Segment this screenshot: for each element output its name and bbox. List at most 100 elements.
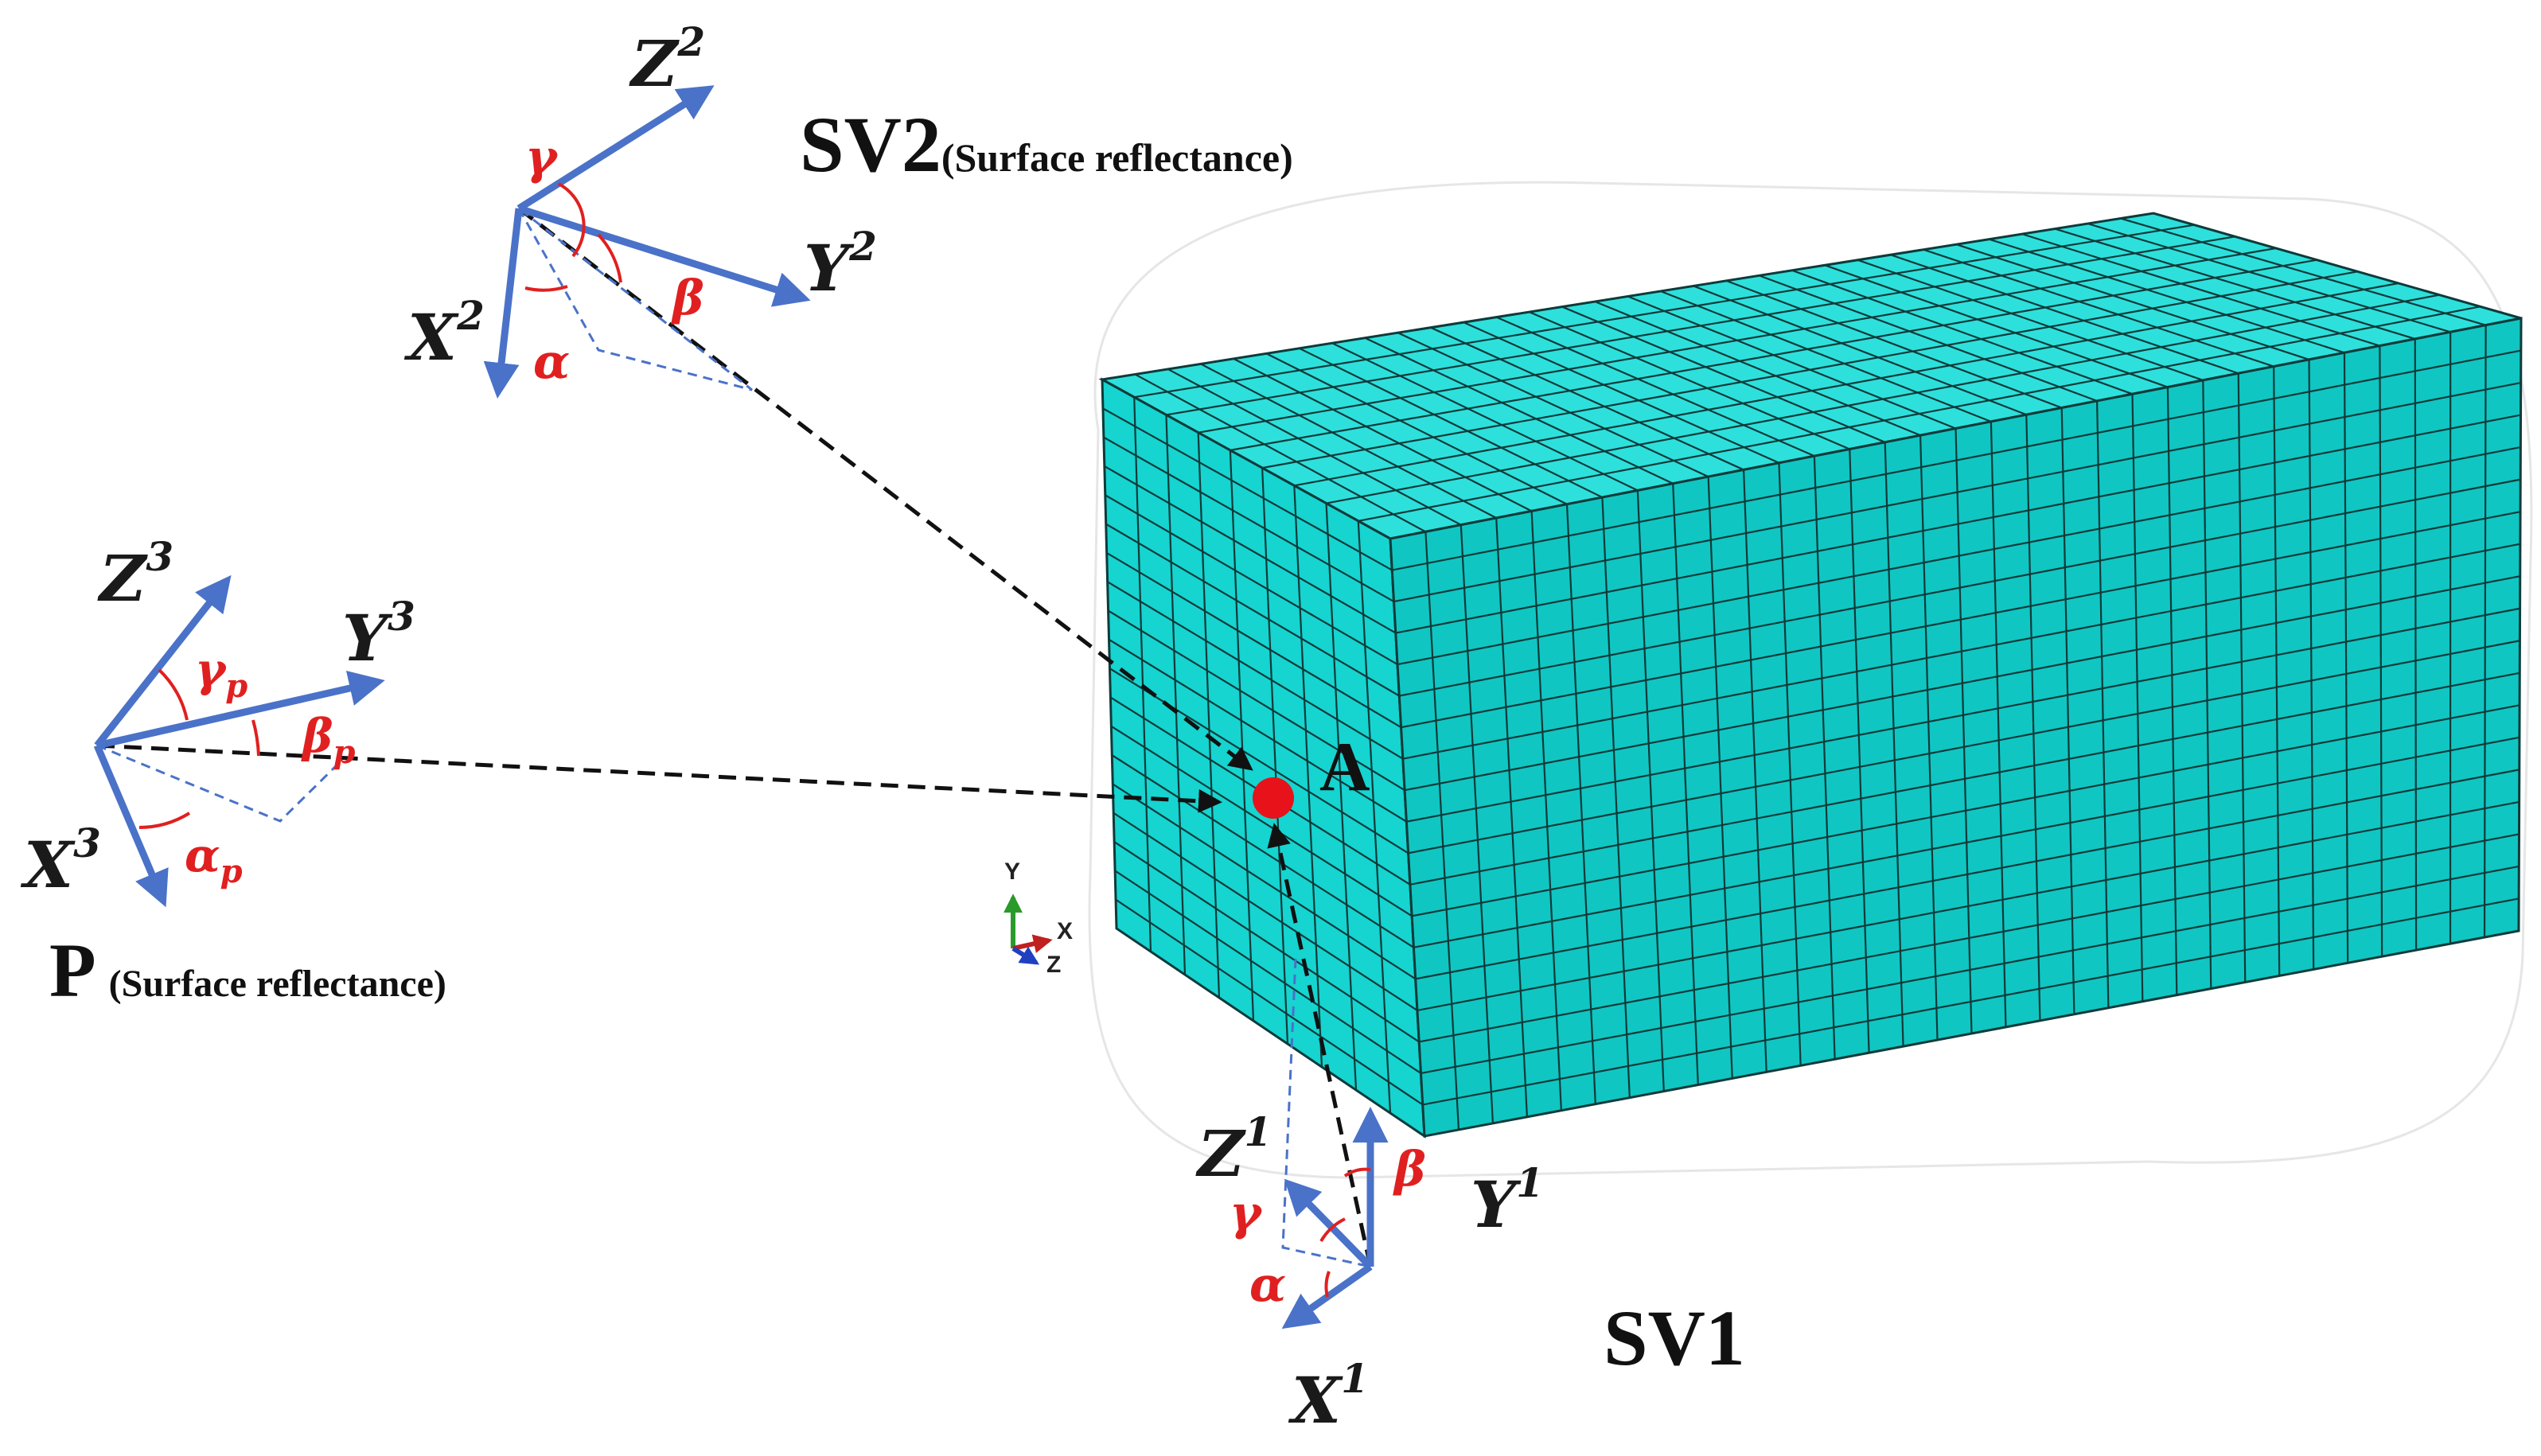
mesh-front-row-line xyxy=(1110,725,1413,917)
mesh-top-length-line xyxy=(1299,347,1603,499)
mesh-front-col-line xyxy=(1293,485,1323,1068)
sv1-title: SV1 xyxy=(1604,1294,1745,1382)
triad-z-label: Z xyxy=(1046,952,1061,978)
mesh-side-col-line xyxy=(1707,477,1733,1079)
mesh-side-row-line xyxy=(1421,865,2520,1075)
mesh-front-row-line xyxy=(1107,581,1404,760)
mesh-side-col-line xyxy=(1495,517,1529,1117)
mesh-top-length-line xyxy=(2087,223,2451,333)
target-point-a xyxy=(1253,777,1294,819)
mesh-side-row-line xyxy=(1408,640,2520,855)
p-alpha-label: αp xyxy=(185,828,243,890)
sv1-alpha-arc xyxy=(1324,1271,1331,1298)
p-x-axis xyxy=(93,744,169,908)
mesh-side-row-line xyxy=(1402,543,2521,760)
sv1-beta-label: β xyxy=(1393,1142,1426,1197)
mesh-top-length-line xyxy=(1594,301,1921,437)
mesh-top-length-line xyxy=(1167,368,1462,526)
mesh-front-row-line xyxy=(1112,783,1417,980)
sv2-z-label: Z2 xyxy=(629,18,705,101)
sv2-projection-dashes xyxy=(517,207,753,391)
mesh-front-col-line xyxy=(1197,432,1221,999)
mesh-front-col-line xyxy=(1229,450,1255,1022)
mesh-side-col-line xyxy=(2131,394,2144,1002)
mesh-side-row-line xyxy=(1413,736,2520,948)
ray-sv1-to-a xyxy=(1267,823,1373,1267)
p-alpha-arc xyxy=(138,812,191,829)
sv2-z-axis xyxy=(516,85,715,212)
sv1-beta-arc xyxy=(1343,1167,1371,1178)
mesh-side-col-line xyxy=(1565,504,1596,1104)
triad-x-axis xyxy=(1012,934,1053,953)
sv2-y-axis xyxy=(517,204,811,307)
p-y-label: Y3 xyxy=(342,593,415,675)
mesh-side-col-line xyxy=(2379,345,2383,957)
triad-x-label: X xyxy=(1057,918,1073,944)
mesh-top-length-line xyxy=(1397,332,1709,478)
mesh-top-length-line xyxy=(1955,243,2309,360)
mesh-front-row-line xyxy=(1111,754,1415,948)
mesh-side-col-line xyxy=(1601,497,1631,1098)
mesh-side-col-line xyxy=(1460,524,1495,1123)
p-gamma-label: γp xyxy=(195,643,247,705)
mesh-top-length-line xyxy=(1627,295,1956,430)
mesh-top-length-line xyxy=(1265,352,1568,505)
mesh-side-col-line xyxy=(1424,531,1460,1130)
sv1-z-label: Z1 xyxy=(1195,1108,1272,1191)
mesh-side-row-line xyxy=(1415,769,2520,980)
frame-sv2: Z2 Y2 X2 γ β α SV2(Surface reflectance) xyxy=(403,18,1293,399)
ray-sv2-to-a xyxy=(517,207,1253,771)
mesh-top-length-line xyxy=(1890,254,2239,375)
mesh-top-length-line xyxy=(1331,342,1639,492)
mesh-side-col-line xyxy=(1990,421,2007,1027)
mesh-front-col-line xyxy=(1357,520,1392,1114)
p-z-label: Z3 xyxy=(97,533,173,616)
sv1-projection-dashes xyxy=(1281,958,1371,1268)
mesh-top-length-line xyxy=(1857,259,2204,381)
mesh-side-col-line xyxy=(1884,442,1904,1047)
mesh-top-length-line xyxy=(2021,233,2380,347)
p-y-axis xyxy=(96,671,385,749)
p-gamma-arc xyxy=(158,668,189,721)
mesh-side-col-line xyxy=(1849,449,1870,1053)
sv1-x-label: X1 xyxy=(1288,1355,1369,1438)
mesh-top-length-line xyxy=(1923,248,2274,368)
mesh-side-row-line xyxy=(1417,800,2520,1011)
sv1-gamma-label: γ xyxy=(1230,1185,1263,1241)
coordinate-triad-icon: Y X Z xyxy=(1004,858,1073,978)
mesh-front-row-line xyxy=(1104,465,1397,634)
mesh-side-row-line xyxy=(1401,511,2521,729)
mesh-background-outline xyxy=(1088,181,2533,1179)
mesh-top-length-line xyxy=(1725,279,2063,409)
sv2-x-axis xyxy=(483,208,523,399)
mesh-side-row-line xyxy=(1406,607,2520,823)
sv2-title: SV2(Surface reflectance) xyxy=(800,100,1293,189)
mesh-side-col-line xyxy=(2237,373,2247,983)
mesh-top-length-line xyxy=(1824,264,2169,388)
mesh-front-row-line xyxy=(1103,436,1395,603)
sv1-gamma-arc xyxy=(1319,1217,1346,1243)
mesh-side-col-line xyxy=(2025,415,2041,1021)
mesh-front-row-line xyxy=(1105,494,1398,666)
sv2-alpha-arc xyxy=(524,285,568,292)
mesh-side-col-line xyxy=(2096,400,2110,1008)
sv2-gamma-label: γ xyxy=(525,130,559,185)
mesh-front-row-line xyxy=(1109,668,1409,855)
mesh-front-col-line xyxy=(1165,415,1187,975)
mesh-top-length-line xyxy=(1759,274,2098,402)
mesh-side-col-line xyxy=(2166,387,2178,995)
mesh-side-col-line xyxy=(2414,338,2418,951)
sv1-x-axis xyxy=(1281,1263,1373,1329)
mesh-side-row-line xyxy=(1409,672,2520,886)
mesh-side-col-line xyxy=(1672,483,1699,1085)
triad-z-axis xyxy=(1011,946,1040,965)
ray-p-to-a xyxy=(96,743,1222,813)
mesh-side-col-line xyxy=(1778,462,1802,1066)
mesh-top-length-line xyxy=(1693,285,2027,416)
mesh-front-row-line xyxy=(1108,638,1407,823)
sv2-gamma-arc xyxy=(558,182,586,258)
mesh-front-row-line xyxy=(1105,523,1400,697)
mesh-side-row-line xyxy=(1395,414,2521,634)
mesh-side-row-line xyxy=(1422,897,2520,1106)
